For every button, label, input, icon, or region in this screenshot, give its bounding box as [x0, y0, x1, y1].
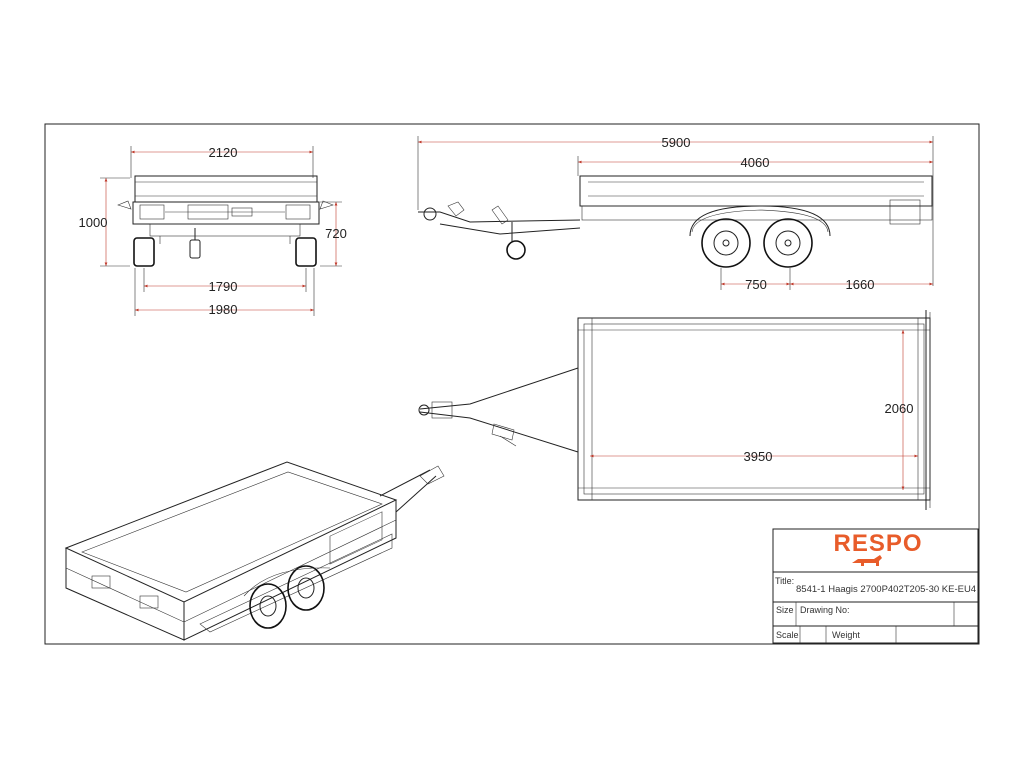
dim-side-rear-overhang: 1660	[846, 277, 875, 292]
drawing-title: 8541-1 Haagis 2700P402T205-30 KE-EU4	[796, 584, 976, 595]
dim-top-length: 3950	[744, 449, 773, 464]
top-view-dimensions	[590, 330, 918, 490]
dim-side-box: 4060	[741, 155, 770, 170]
dim-side-total: 5900	[662, 135, 691, 150]
dim-front-width-top: 2120	[209, 145, 238, 160]
drawing-frame	[44, 123, 980, 645]
front-view-dimensions	[100, 146, 342, 316]
dim-front-height-side: 720	[325, 226, 347, 241]
dim-front-height: 1000	[79, 215, 108, 230]
title-label: Title:	[775, 576, 794, 586]
side-view	[418, 175, 933, 268]
size-label: Size	[776, 605, 794, 615]
scale-label: Scale	[776, 630, 799, 640]
side-view-dimensions	[417, 136, 934, 290]
bull-logo-icon	[852, 555, 882, 566]
top-view	[418, 310, 931, 510]
brand-logo-text: RESPO	[833, 530, 922, 557]
dim-side-axle-spacing: 750	[745, 277, 767, 292]
title-block	[772, 528, 979, 644]
dim-front-width-bottom: 1980	[209, 302, 238, 317]
isometric-view	[64, 461, 445, 641]
front-view	[117, 175, 334, 267]
drawing-no-label: Drawing No:	[800, 605, 850, 615]
dim-front-track: 1790	[209, 279, 238, 294]
weight-label: Weight	[832, 630, 860, 640]
dim-top-width: 2060	[885, 401, 914, 416]
